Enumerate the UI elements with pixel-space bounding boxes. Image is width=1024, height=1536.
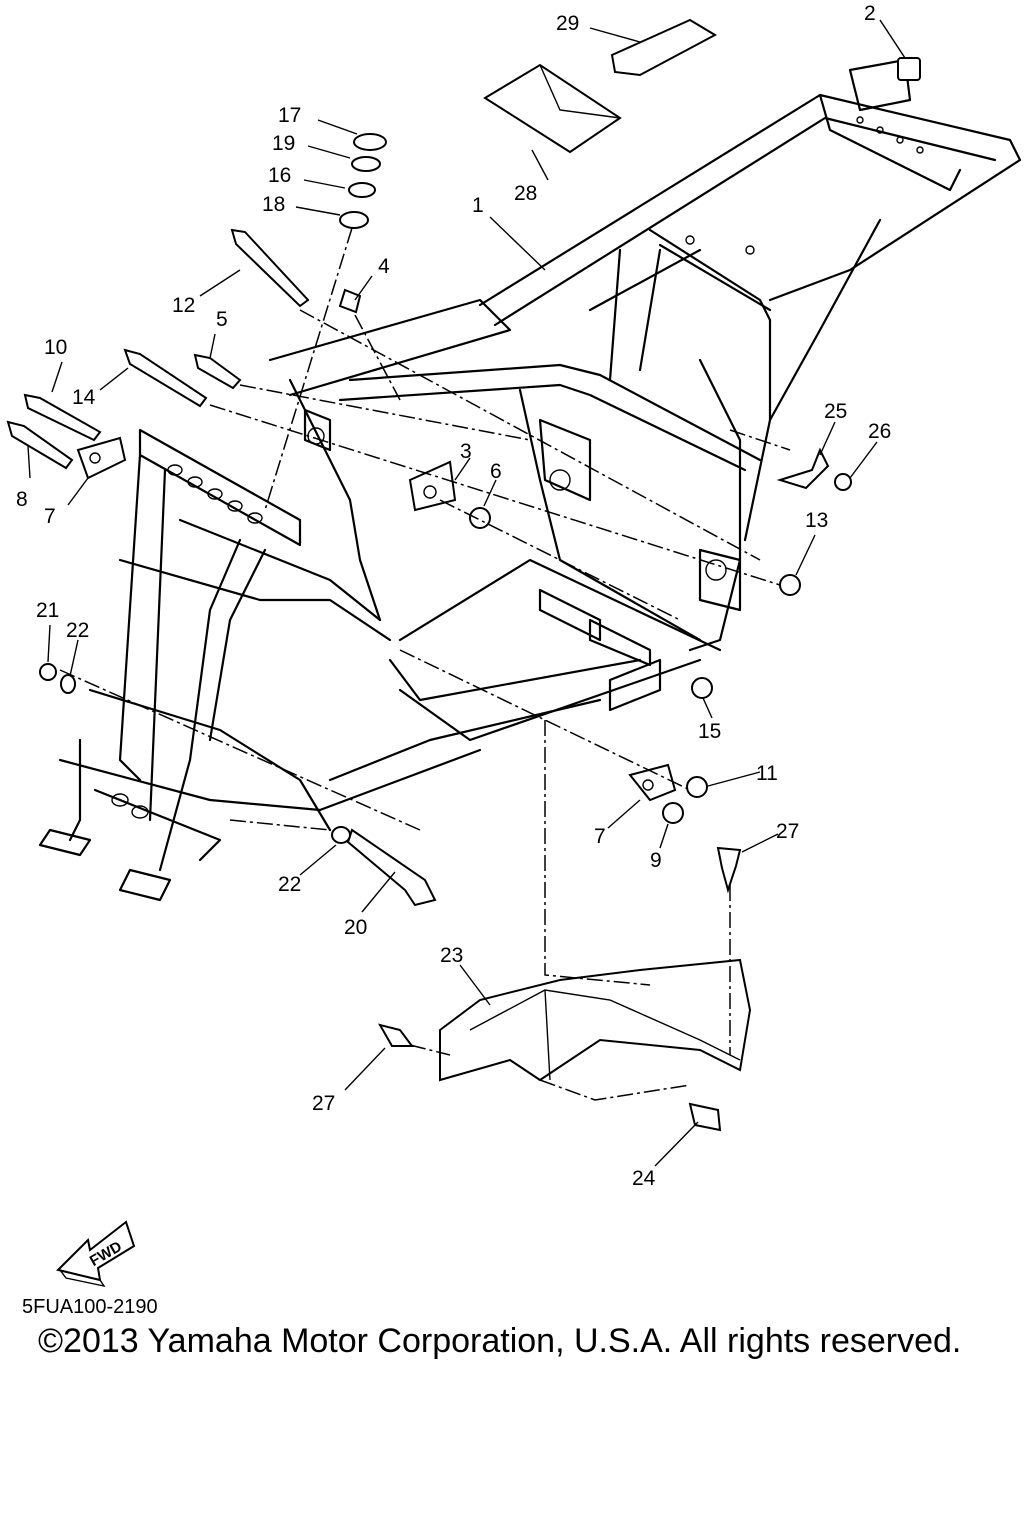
callout-4: 4 [378, 255, 390, 278]
front-crossmember-holes [111, 464, 263, 819]
copyright-notice: ©2013 Yamaha Motor Corporation, U.S.A. A… [38, 1322, 962, 1360]
bolt-27-upper [716, 846, 742, 894]
nut-9 [662, 802, 684, 824]
bolt-5 [193, 353, 242, 390]
callout-24: 24 [632, 1167, 656, 1190]
nut-11 [686, 776, 708, 798]
callout-25: 25 [824, 400, 847, 423]
owners-pouch-part [483, 63, 622, 154]
nut-6 [469, 507, 491, 529]
callout-28: 28 [514, 182, 537, 205]
bolt-10 [23, 393, 102, 442]
bolt-27-lower [377, 1023, 414, 1047]
callout-29: 29 [556, 12, 579, 35]
cap-part [897, 57, 921, 81]
callout-23: 23 [440, 944, 463, 967]
callout-1: 1 [472, 194, 484, 217]
nut-13 [779, 574, 801, 596]
callout-7-left: 7 [44, 505, 56, 528]
callout-15: 15 [698, 720, 721, 743]
callout-8: 8 [16, 488, 28, 511]
callout-27-upper: 27 [776, 820, 799, 843]
callout-22-left: 22 [66, 619, 89, 642]
washer-22-left [60, 674, 76, 694]
frame-assembly [38, 58, 1022, 902]
callout-6: 6 [490, 460, 502, 483]
tool-bag-part [610, 18, 718, 77]
callout-21: 21 [36, 599, 59, 622]
washer-22-lower [331, 826, 351, 844]
guard-23 [439, 958, 752, 1082]
callout-13: 13 [805, 509, 828, 532]
fwd-arrow-icon: FWD [56, 1220, 136, 1288]
washer-16 [348, 182, 376, 198]
callout-18: 18 [262, 193, 285, 216]
loose-parts [6, 18, 921, 1132]
callout-9: 9 [650, 849, 662, 872]
callout-7-right: 7 [594, 825, 606, 848]
callout-labels: 1 2 3 4 5 6 7 7 8 9 10 11 12 13 14 15 16… [16, 2, 891, 1190]
bolt-4 [338, 288, 362, 314]
bolt-20 [346, 828, 437, 907]
callout-14: 14 [72, 386, 96, 409]
assembly-center-lines [59, 227, 791, 1101]
washer-17 [353, 133, 387, 151]
bracket-25 [776, 447, 830, 490]
bolt-14 [123, 348, 208, 408]
callout-3: 3 [460, 440, 472, 463]
callout-22-lower: 22 [278, 873, 301, 896]
callout-27-lower: 27 [312, 1092, 335, 1115]
bolt-8 [6, 420, 74, 470]
bracket-7-left [76, 436, 127, 480]
callout-12: 12 [172, 294, 195, 317]
washer-18 [339, 211, 369, 229]
washer-19 [351, 156, 381, 172]
callout-17: 17 [278, 104, 301, 127]
callout-11: 11 [756, 762, 778, 785]
callout-19: 19 [272, 132, 295, 155]
callout-5: 5 [216, 308, 228, 331]
nut-15 [691, 677, 713, 699]
callout-16: 16 [268, 164, 291, 187]
callout-10: 10 [44, 336, 67, 359]
rear-crossmember-holes [685, 116, 924, 255]
callout-2: 2 [864, 2, 876, 25]
diagram-code: 5FUA100-2190 [22, 1296, 158, 1318]
leader-lines [27, 19, 906, 1167]
bolt-12 [230, 228, 310, 308]
callout-26: 26 [868, 420, 891, 443]
nut-21 [39, 663, 57, 681]
bolt-26 [834, 473, 852, 491]
callout-20: 20 [344, 916, 367, 939]
